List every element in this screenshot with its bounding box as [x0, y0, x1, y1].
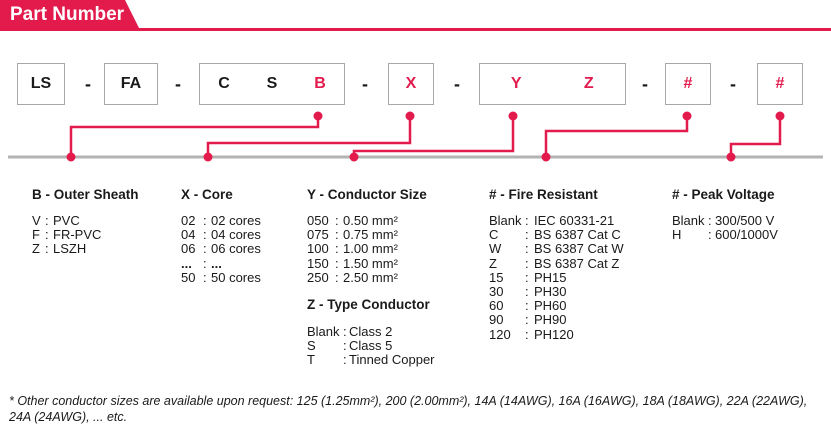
segment-s: S: [266, 75, 278, 92]
column-title: B - Outer Sheath: [32, 187, 139, 202]
connector-dot: [775, 111, 785, 121]
column-conductor: Y - Conductor Size 050:0.50 mm² 075:0.75…: [307, 187, 435, 368]
list-item: Blank:300/500 V: [672, 213, 775, 228]
list-item: 120:PH120: [489, 326, 574, 342]
list-item: 02:02 cores: [181, 213, 261, 228]
column-title: Y - Conductor Size: [307, 187, 427, 202]
column-title: # - Peak Voltage: [672, 187, 775, 202]
list-item: 100:1.00 mm²: [307, 241, 398, 257]
connector-fire-resistant: [544, 116, 689, 157]
list-item: W:BS 6387 Cat W: [489, 241, 624, 257]
segment-c: C: [218, 75, 230, 92]
separator: -: [642, 73, 648, 94]
list-item: 50:50 cores: [181, 269, 261, 285]
part-box-ls: LS: [17, 63, 65, 105]
list-item: 050:0.50 mm²: [307, 213, 398, 228]
segment-hash-voltage: #: [775, 75, 785, 92]
connector-dot: [313, 111, 323, 121]
connector-dot: [541, 152, 551, 162]
connector-dot: [349, 152, 359, 162]
connector-outer-sheath: [69, 116, 320, 157]
segment-z: Z: [583, 75, 594, 92]
list-item: 06:06 cores: [181, 241, 261, 257]
separator: -: [85, 73, 91, 94]
separator: -: [730, 73, 736, 94]
header-rule: [0, 28, 831, 31]
list-item: S:Class 5: [307, 338, 393, 354]
list-item: 075:0.75 mm²: [307, 227, 398, 243]
list-item: C:BS 6387 Cat C: [489, 227, 621, 243]
segment-y: Y: [510, 75, 522, 92]
list-item: 04:04 cores: [181, 227, 261, 243]
part-box-fa: FA: [104, 63, 158, 105]
list-item: 150:1.50 mm²: [307, 255, 398, 271]
column-core: X - Core 02:02 cores 04:04 cores 06:06 c…: [181, 187, 261, 285]
list-item: F:FR-PVC: [32, 227, 102, 243]
list-item: ...:...: [181, 255, 222, 271]
connector-dot: [66, 152, 76, 162]
segment-ls: LS: [30, 75, 52, 92]
connector-dot: [508, 111, 518, 121]
separator: -: [175, 73, 181, 94]
list-item: Blank:IEC 60331-21: [489, 213, 615, 228]
header-banner: [0, 0, 140, 30]
list-item: 250:2.50 mm²: [307, 269, 398, 285]
connector-conductor: [352, 116, 515, 157]
connector-dot: [405, 111, 415, 121]
list-item: Z:LSZH: [32, 241, 87, 257]
part-box-fire: #: [665, 63, 711, 105]
part-box-yz: Y Z: [479, 63, 626, 105]
list-item: 60:PH60: [489, 298, 567, 314]
list-item: 30:PH30: [489, 284, 567, 300]
list-item: V:PVC: [32, 213, 80, 228]
part-box-x: X: [388, 63, 434, 105]
separator: -: [454, 73, 460, 94]
list-item: H:600/1000V: [672, 227, 778, 243]
connector-peak-voltage: [729, 116, 782, 157]
column-title: # - Fire Resistant: [489, 187, 598, 202]
connector-dot: [203, 152, 213, 162]
separator: -: [362, 73, 368, 94]
segment-fa: FA: [120, 75, 142, 92]
footnote: * Other conductor sizes are available up…: [9, 394, 808, 424]
connector-core: [206, 116, 412, 157]
column-outer-sheath: B - Outer Sheath V:PVC F:FR-PVC Z:LSZH: [32, 187, 139, 257]
part-box-csb: C S B: [199, 63, 345, 105]
part-box-voltage: #: [757, 63, 803, 105]
connector-dot: [682, 111, 692, 121]
column-fire-resistant: # - Fire Resistant Blank:IEC 60331-21 C:…: [489, 187, 624, 342]
page-title: Part Number: [10, 4, 125, 25]
column-peak-voltage: # - Peak Voltage Blank:300/500 V H:600/1…: [672, 187, 778, 242]
column-title: X - Core: [181, 187, 233, 202]
column-title: Z - Type Conductor: [307, 297, 430, 313]
connector-dot: [726, 152, 736, 162]
segment-x: X: [405, 75, 417, 92]
segment-b: B: [314, 75, 326, 92]
list-item: 90:PH90: [489, 312, 567, 328]
segment-hash-fire: #: [683, 75, 693, 92]
list-item: Blank:Class 2: [307, 324, 393, 340]
list-item: 15:PH15: [489, 269, 567, 285]
list-item: T:Tinned Copper: [307, 352, 435, 368]
list-item: Z:BS 6387 Cat Z: [489, 255, 620, 271]
